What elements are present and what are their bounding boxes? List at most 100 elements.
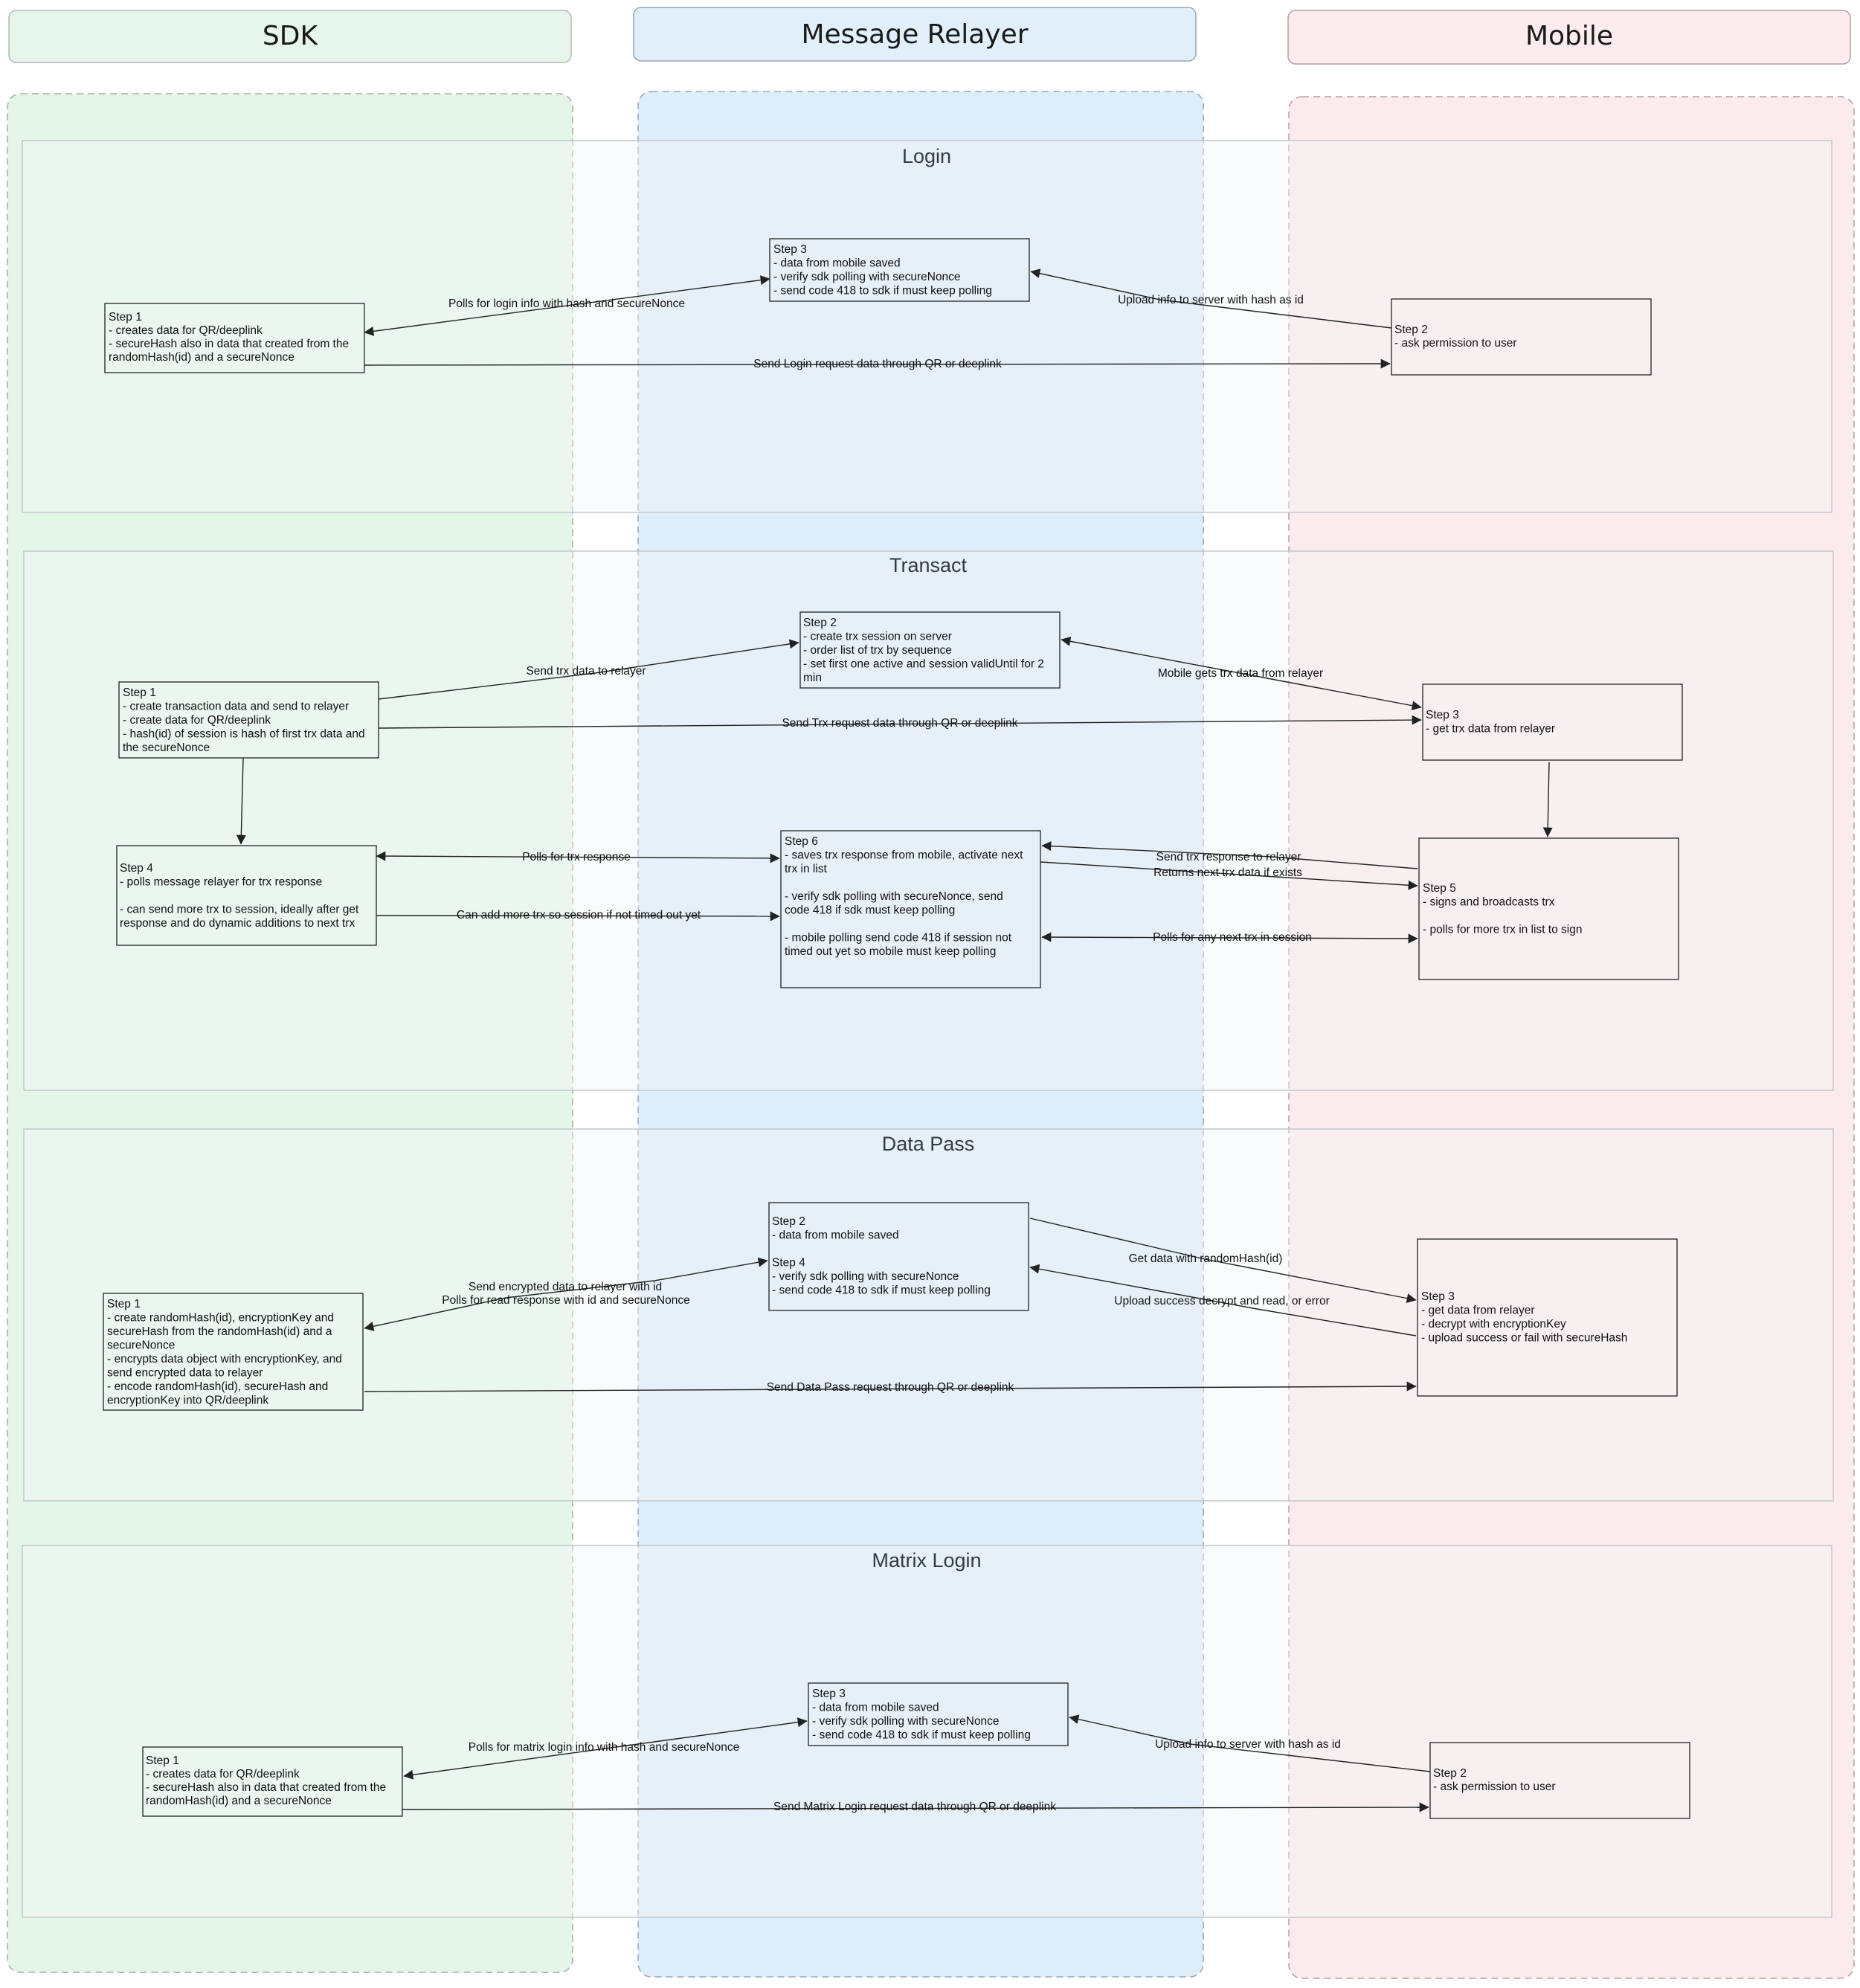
lane-title-relayer: Message Relayer: [801, 19, 1028, 50]
box-text-line: send encrypted data to relayer: [107, 1367, 263, 1380]
box-text-line: Step 3: [812, 1688, 846, 1700]
matrix-sdk-step1-text: Step 1- creates data for QR/deeplink- se…: [146, 1754, 386, 1807]
matrix-mobile-step2-box: [1429, 1742, 1690, 1819]
matrix-relayer-step3-text: Step 3- data from mobile saved- verify s…: [812, 1688, 1031, 1742]
matrix-mobile-step2-text: Step 2- ask permission to user: [1433, 1767, 1556, 1793]
box-text-line: - order list of trx by sequence: [803, 644, 952, 657]
datapass-label-get-data: Get data with randomHash(id): [1129, 1252, 1283, 1265]
lane-header-relayer: Message Relayer: [633, 7, 1197, 62]
login-label-upload: Upload info to server with hash as id: [1118, 294, 1304, 306]
box-text-line: Step 3: [1426, 709, 1459, 721]
box-text-line: - signs and broadcasts trx: [1423, 896, 1555, 909]
box-text-line: min: [803, 672, 822, 684]
lane-header-mobile: Mobile: [1287, 10, 1851, 65]
transact-mobile-step3-box: [1422, 683, 1683, 761]
matrix-label-upload: Upload info to server with hash as id: [1155, 1738, 1341, 1751]
datapass-mobile-step3-text: Step 3- get data from relayer- decrypt w…: [1421, 1290, 1627, 1345]
box-text-line: - data from mobile saved: [773, 257, 901, 270]
transact-relayer-step6-box: [780, 830, 1041, 988]
transact-sdk-step4-text: Step 4- polls message relayer for trx re…: [120, 862, 359, 930]
box-text-line: - polls message relayer for trx response: [120, 876, 322, 889]
box-text-line: - send code 418 to sdk if must keep poll…: [812, 1729, 1031, 1742]
box-text-line: - create randomHash(id), encryptionKey a…: [107, 1312, 334, 1325]
datapass-relayer-step2-4-box: [768, 1202, 1029, 1311]
box-text-line: Step 3: [773, 243, 807, 256]
transact-edge-poll-next: [1041, 932, 1418, 944]
transact-sdk-step1-text: Step 1- create transaction data and send…: [123, 686, 365, 754]
box-text-line: trx in list: [785, 863, 828, 875]
datapass-edge-get-data: [1029, 1217, 1417, 1304]
box-text-line: secureHash from the randomHash(id) and a: [107, 1325, 332, 1338]
box-text-line: randomHash(id) and a secureNonce: [146, 1795, 332, 1807]
section-matrix: [22, 1545, 1832, 1918]
section-login: [22, 140, 1832, 513]
box-text-line: Step 2: [772, 1215, 805, 1228]
datapass-label-send-encrypted: Send encrypted data to relayer with id: [469, 1281, 662, 1293]
box-text-line: - hash(id) of session is hash of first t…: [123, 728, 365, 741]
datapass-label-send-request: Send Data Pass request through QR or dee…: [767, 1381, 1014, 1394]
box-text-line: timed out yet so mobile must keep pollin…: [785, 945, 996, 958]
transact-relayer-step6-text: Step 6- saves trx response from mobile, …: [785, 835, 1023, 958]
section-datapass: [23, 1128, 1834, 1502]
login-mobile-step2-text: Step 2- ask permission to user: [1394, 324, 1517, 350]
box-text-line: Step 2: [1394, 324, 1428, 336]
transact-edge-returns-next: [1040, 861, 1418, 890]
login-label-poll: Polls for login info with hash and secur…: [448, 297, 685, 310]
box-text-line: - get data from relayer: [1421, 1305, 1534, 1317]
datapass-sdk-step1-text: Step 1- create randomHash(id), encryptio…: [107, 1298, 342, 1407]
login-edge-poll: [364, 275, 770, 336]
transact-mobile-step5-box: [1418, 837, 1679, 980]
datapass-label-upload-success: Upload success decrypt and read, or erro…: [1114, 1295, 1329, 1307]
datapass-label-poll-read: Polls for read response with id and secu…: [442, 1294, 689, 1307]
box-text-line: Step 2: [803, 617, 837, 629]
section-title-login: Login: [902, 145, 951, 167]
transact-mobile-step5-text: Step 5- signs and broadcasts trx - polls …: [1423, 882, 1582, 936]
lane-title-mobile: Mobile: [1525, 21, 1613, 51]
box-text-line: Step 1: [123, 686, 156, 699]
login-label-send: Send Login request data through QR or de…: [753, 358, 1002, 370]
transact-label-send-trx: Send trx data to relayer: [526, 665, 646, 678]
box-text-line: Step 1: [146, 1754, 179, 1767]
box-text-line: - verify sdk polling with secureNonce: [812, 1715, 1000, 1728]
transact-sdk-step1-box: [118, 681, 379, 759]
box-text-line: - mobile polling send code 418 if sessio…: [785, 932, 1012, 945]
box-text-line: - verify sdk polling with secureNonce: [772, 1270, 959, 1283]
transact-edge-step3-to-step5: [1542, 762, 1553, 837]
box-text-line: response and do dynamic additions to nex…: [120, 917, 355, 930]
matrix-sdk-step1-box: [142, 1746, 403, 1817]
box-text-line: randomHash(id) and a secureNonce: [109, 351, 295, 364]
lane-mobile: [1288, 96, 1855, 1979]
box-text-line: - get trx data from relayer: [1426, 723, 1555, 736]
transact-edge-mobile-gets: [1061, 636, 1422, 711]
transact-relayer-step2-box: [799, 611, 1061, 689]
box-text-line: secureNonce: [107, 1339, 175, 1352]
login-relayer-step3-box: [769, 238, 1030, 302]
section-title-datapass: Data Pass: [882, 1133, 975, 1155]
box-text-line: - polls for more trx in list to sign: [1423, 924, 1582, 936]
login-sdk-step1-text: Step 1- creates data for QR/deeplink- se…: [109, 311, 349, 364]
datapass-mobile-step3-box: [1417, 1238, 1678, 1397]
box-text-line: - create trx session on server: [803, 631, 952, 643]
box-text-line: - verify sdk polling with secureNonce: [773, 271, 961, 283]
box-text-line: - creates data for QR/deeplink: [146, 1768, 300, 1780]
box-text-line: code 418 if sdk must keep polling: [785, 904, 955, 917]
login-edge-upload: [1030, 268, 1392, 329]
matrix-label-poll: Polls for matrix login info with hash an…: [469, 1741, 739, 1754]
box-text-line: - send code 418 to sdk if must keep poll…: [772, 1284, 991, 1297]
transact-label-returns-next: Returns next trx data if exists: [1153, 866, 1302, 879]
box-text-line: - ask permission to user: [1394, 337, 1517, 350]
box-text-line: - secureHash also in data that created f…: [146, 1781, 386, 1794]
login-mobile-step2-box: [1391, 298, 1652, 376]
lane-title-sdk: SDK: [263, 21, 319, 51]
box-text-line: - send code 418 to sdk if must keep poll…: [773, 285, 992, 297]
box-text-line: - decrypt with encryptionKey: [1421, 1318, 1566, 1331]
transact-relayer-step2-text: Step 2 - create trx session on server- or…: [803, 617, 1044, 684]
transact-edge-poll-response: [376, 851, 780, 863]
box-text-line: Step 5: [1423, 882, 1456, 895]
login-edge-send: [364, 358, 1391, 369]
section-transact: [23, 550, 1834, 1091]
transact-edge-send-trx: [378, 639, 799, 700]
box-text-line: the secureNonce: [123, 742, 210, 754]
